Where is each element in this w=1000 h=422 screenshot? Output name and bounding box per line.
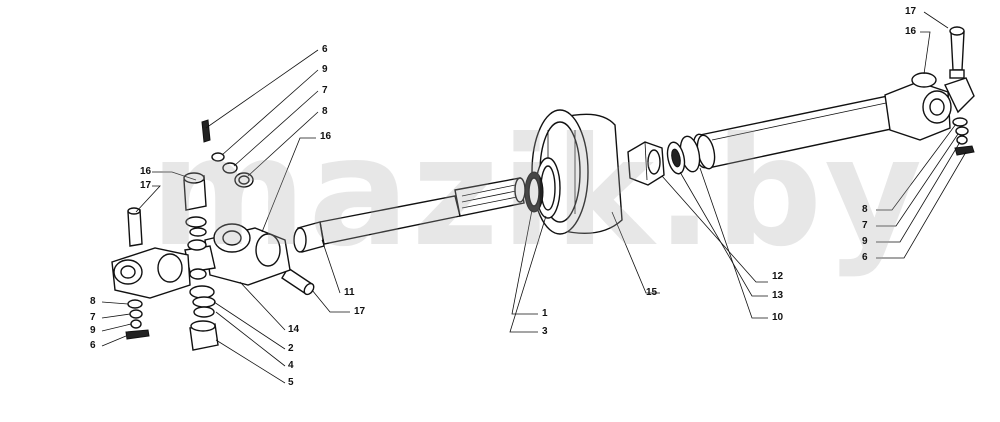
right-grease-nipple	[949, 26, 965, 79]
slip-seals	[666, 134, 716, 175]
right-yoke	[884, 72, 975, 141]
label-11: 11	[344, 287, 355, 298]
top-bearing-parts	[201, 119, 254, 188]
label-16-top: 16	[320, 131, 332, 142]
right-bearing-parts	[952, 117, 975, 156]
label-7-top: 7	[322, 85, 328, 96]
label-7-right: 7	[862, 220, 868, 231]
hex-nut	[627, 141, 665, 186]
label-13: 13	[772, 290, 784, 301]
splined-shaft	[293, 177, 526, 253]
left-grease-nipple	[127, 207, 143, 247]
label-17-right: 17	[905, 6, 917, 17]
label-7-left: 7	[90, 312, 96, 323]
label-3: 3	[542, 326, 548, 337]
label-4: 4	[288, 360, 294, 371]
shaft-tube	[692, 95, 897, 169]
label-12: 12	[772, 271, 784, 282]
left-flange-yoke	[111, 247, 191, 299]
label-6-right: 6	[862, 252, 868, 263]
label-6-top: 6	[322, 44, 328, 55]
label-6-left: 6	[90, 340, 96, 351]
left-slip-yoke	[204, 223, 291, 286]
label-10: 10	[772, 312, 784, 323]
bottom-rings-cap	[189, 285, 219, 351]
label-8-top: 8	[322, 106, 328, 117]
label-1: 1	[542, 308, 548, 319]
label-16-left: 16	[140, 166, 152, 177]
bearing-cap-top	[183, 172, 207, 237]
label-9-right: 9	[862, 236, 868, 247]
snap-rings	[524, 157, 561, 219]
label-17-mid: 17	[354, 306, 366, 317]
label-5: 5	[288, 377, 294, 388]
label-9-top: 9	[322, 64, 328, 75]
label-17-left: 17	[140, 180, 152, 191]
label-8-left: 8	[90, 296, 96, 307]
label-9-left: 9	[90, 325, 96, 336]
label-8-right: 8	[862, 204, 868, 215]
label-2: 2	[288, 343, 294, 354]
label-15: 15	[646, 287, 658, 298]
label-16-right: 16	[905, 26, 917, 37]
mid-grease-nipple	[281, 267, 315, 296]
label-14: 14	[288, 324, 300, 335]
left-bearing-parts	[125, 299, 150, 340]
leader-lines	[101, 11, 967, 384]
